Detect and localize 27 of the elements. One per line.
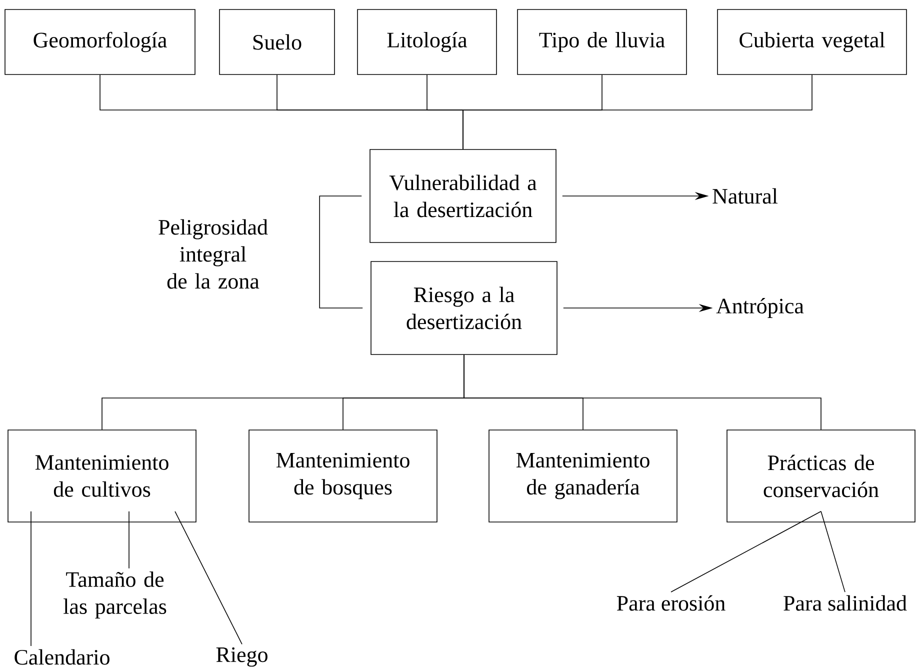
connector-line <box>319 196 363 308</box>
connector-line <box>670 511 822 592</box>
node-label: Tamaño de las parcelas <box>64 572 166 618</box>
process-box: Tipo de lluvia <box>517 9 687 75</box>
node-label: Natural <box>712 188 778 204</box>
connector-line <box>462 74 812 150</box>
process-box: Mantenimiento de ganadería <box>488 430 678 522</box>
connector-line <box>30 511 32 646</box>
node-label: Antrópica <box>716 298 804 318</box>
connector-line <box>128 511 130 569</box>
process-box: Litología <box>357 9 497 75</box>
process-box: Geomorfología <box>4 9 196 75</box>
process-box: Prácticas de conservación <box>726 430 916 522</box>
node-label: Calendario <box>14 649 110 665</box>
connector-line <box>174 511 242 645</box>
process-box: Mantenimiento de bosques <box>248 430 438 522</box>
connector-line <box>464 354 822 430</box>
note-text: Peligrosidad integral de la zona <box>158 219 268 289</box>
process-box: Suelo <box>219 9 335 75</box>
node-label: Para erosión <box>616 595 726 611</box>
process-box: Riesgo a la desertización <box>370 261 558 355</box>
node-label: Riego <box>216 647 268 667</box>
process-box: Cubierta vegetal <box>717 9 907 75</box>
connector-line <box>820 511 846 592</box>
process-box: Vulnerabilidad a la desertización <box>370 149 556 243</box>
process-box: Mantenimiento de cultivos <box>8 430 196 522</box>
node-label: Para salinidad <box>784 595 907 611</box>
